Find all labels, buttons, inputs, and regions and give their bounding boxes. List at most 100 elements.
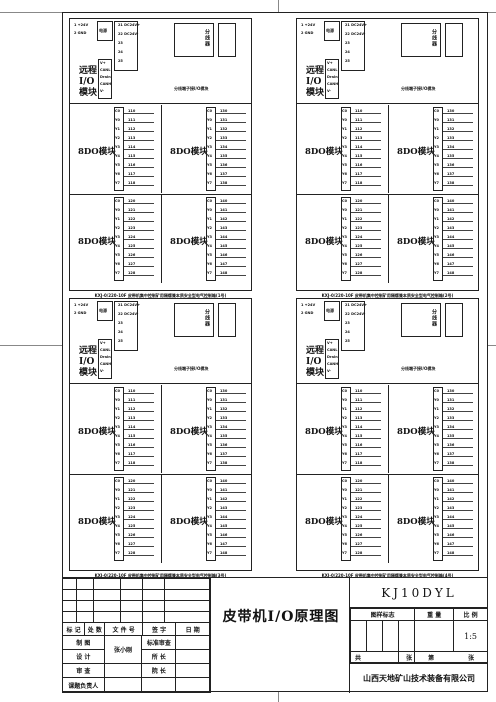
do-channel-label: C0: [115, 199, 121, 203]
wire: [443, 393, 473, 394]
do-channel-label: C0: [434, 479, 440, 483]
connector-title: 分线端子接I/O模块: [401, 86, 436, 91]
wire-number: 127: [128, 262, 136, 266]
can-signal: 21 DC24V+: [118, 23, 141, 27]
do-channel-label: Y5: [207, 533, 212, 537]
wire-number: 136: [447, 443, 455, 447]
can-pin-label: CANH: [327, 362, 339, 366]
distributor-block: [174, 303, 214, 337]
do-channel-label: Y0: [434, 488, 439, 492]
do-channel-label: Y4: [115, 434, 120, 438]
wire: [124, 113, 154, 114]
wire: [124, 510, 154, 511]
do-channel-label: Y4: [115, 154, 120, 158]
wire: [124, 212, 154, 213]
header-mark: 标 记: [61, 622, 86, 636]
wire-number: 112: [355, 407, 363, 411]
wire-number: 110: [128, 389, 136, 393]
do-channel-label: Y3: [434, 515, 439, 519]
do-channel-label: C0: [342, 199, 348, 203]
do-channel-label: Y6: [342, 452, 347, 456]
registration-line-mid-right: [488, 345, 496, 346]
wire: [443, 176, 473, 177]
center-divider: [161, 195, 162, 283]
wire-number: 128: [128, 551, 136, 555]
wire: [216, 402, 246, 403]
wire-number: 117: [128, 172, 136, 176]
wire: [443, 212, 473, 213]
panel-caption: KXJ-0/220-10F 皮带机集中控制矿用隔爆兼本质安全型电气控制箱(4号): [321, 573, 454, 578]
weight-label: 重 量: [414, 608, 455, 621]
wire: [124, 402, 154, 403]
do-terminal-block: [433, 197, 443, 281]
do-channel-label: Y6: [207, 542, 212, 546]
wire-number: 113: [128, 416, 136, 420]
do-terminal-block: [206, 107, 216, 191]
center-divider: [161, 385, 162, 473]
wire: [216, 203, 246, 204]
do-channel-label: Y0: [207, 488, 212, 492]
can-pin-label: Drain: [100, 75, 111, 79]
distributor-side-block: [445, 303, 463, 337]
wire: [124, 176, 154, 177]
distributor-label: 分线器: [204, 309, 210, 327]
wire: [443, 122, 473, 123]
do-terminal-block: [341, 477, 351, 561]
wire-number: 125: [355, 244, 363, 248]
can-pin-label: V+: [100, 61, 106, 65]
wire-number: 110: [128, 109, 136, 113]
do-channel-label: Y3: [115, 515, 120, 519]
wire-number: 121: [355, 488, 363, 492]
do-channel-label: C0: [342, 109, 348, 113]
wire-number: 115: [355, 154, 363, 158]
do-channel-label: Y4: [342, 434, 347, 438]
wire: [124, 492, 154, 493]
do-channel-label: Y7: [207, 461, 212, 465]
do-channel-label: Y7: [342, 551, 347, 555]
wire-number: 138: [447, 461, 455, 465]
wire: [124, 465, 154, 466]
wire-number: 132: [220, 127, 228, 131]
wire-number: 146: [447, 533, 455, 537]
do-channel-label: Y4: [115, 524, 120, 528]
center-divider: [388, 105, 389, 193]
do-channel-label: Y1: [115, 407, 120, 411]
wire-number: 112: [355, 127, 363, 131]
wire-number: 140: [220, 479, 228, 483]
can-signal: 23: [345, 41, 350, 45]
wire: [124, 456, 154, 457]
wire: [124, 257, 154, 258]
power-block: [97, 21, 113, 41]
wire-number: 116: [128, 443, 136, 447]
distributor-side-block: [218, 23, 236, 57]
wire: [216, 131, 246, 132]
do-channel-label: C0: [207, 479, 213, 483]
do-channel-label: Y6: [434, 262, 439, 266]
wire-number: 141: [220, 488, 228, 492]
do-channel-label: Y2: [434, 416, 439, 420]
wire: [124, 483, 154, 484]
do-channel-label: Y3: [434, 235, 439, 239]
do-channel-label: Y5: [342, 163, 347, 167]
do-channel-label: Y7: [115, 551, 120, 555]
wire: [124, 230, 154, 231]
do-terminal-block: [206, 387, 216, 471]
wire-number: 143: [447, 506, 455, 510]
do-terminal-block: [341, 387, 351, 471]
wire-number: 114: [355, 145, 363, 149]
sdo-module-label: 8DO模块: [305, 427, 343, 437]
wire-number: 145: [447, 524, 455, 528]
wire: [124, 546, 154, 547]
do-channel-label: C0: [342, 389, 348, 393]
do-channel-label: Y2: [342, 226, 347, 230]
do-channel-label: Y0: [115, 488, 120, 492]
wire-number: 120: [128, 479, 136, 483]
do-channel-label: Y6: [342, 262, 347, 266]
can-signal: 22 DC24V-: [345, 32, 366, 36]
wire: [443, 140, 473, 141]
do-channel-label: Y3: [207, 145, 212, 149]
wire: [124, 149, 154, 150]
do-channel-label: Y6: [115, 452, 120, 456]
do-channel-label: Y4: [434, 154, 439, 158]
do-channel-label: Y6: [207, 262, 212, 266]
